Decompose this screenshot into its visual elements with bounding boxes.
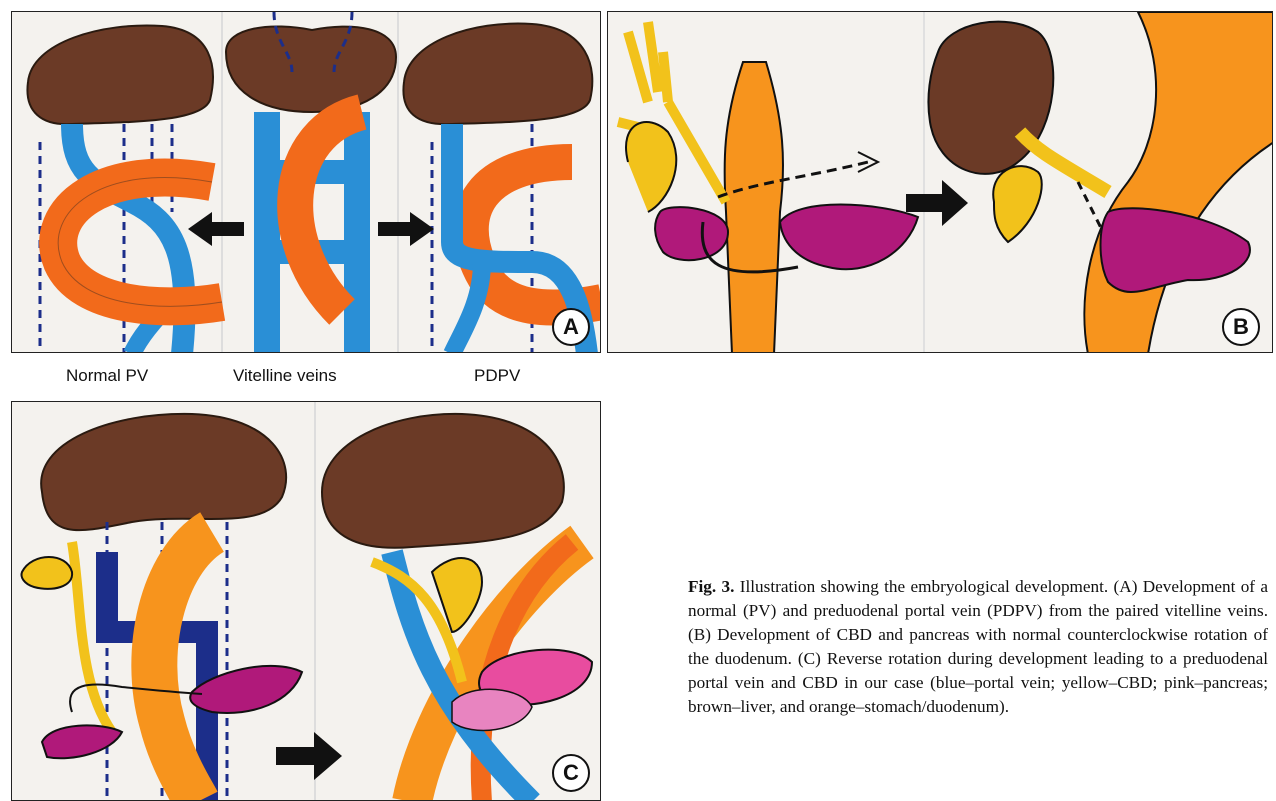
panel-a-label: A — [552, 308, 590, 346]
pdpv-drawing — [403, 24, 601, 353]
arrow-right-icon — [276, 732, 342, 780]
caption-prefix: Fig. 3. — [688, 577, 734, 596]
sublabel-vitelline-veins: Vitelline veins — [233, 366, 337, 386]
reverse-rotation-drawing — [22, 414, 303, 801]
panel-c-drawing — [12, 402, 601, 801]
panel-b-label: B — [1222, 308, 1260, 346]
panel-b-illustration: B — [607, 11, 1273, 353]
vitelline-veins-drawing — [226, 12, 396, 353]
panel-a-drawing — [12, 12, 601, 353]
panel-c-label: C — [552, 754, 590, 792]
caption-text: Illustration showing the embryological d… — [688, 577, 1268, 716]
panel-a-illustration: A — [11, 11, 601, 353]
sublabel-pdpv: PDPV — [474, 366, 520, 386]
normal-pv-drawing — [27, 25, 222, 353]
sublabel-normal-pv: Normal PV — [66, 366, 148, 386]
preduodenal-result-drawing — [322, 414, 592, 801]
normal-rotation-drawing — [618, 22, 918, 353]
arrow-left-icon — [188, 212, 244, 246]
figure-caption: Fig. 3. Illustration showing the embryol… — [688, 575, 1268, 719]
panel-b-drawing — [608, 12, 1273, 353]
arrow-right-icon — [378, 212, 434, 246]
developed-cbd-pancreas-drawing — [928, 12, 1273, 353]
panel-c-illustration: C — [11, 401, 601, 801]
